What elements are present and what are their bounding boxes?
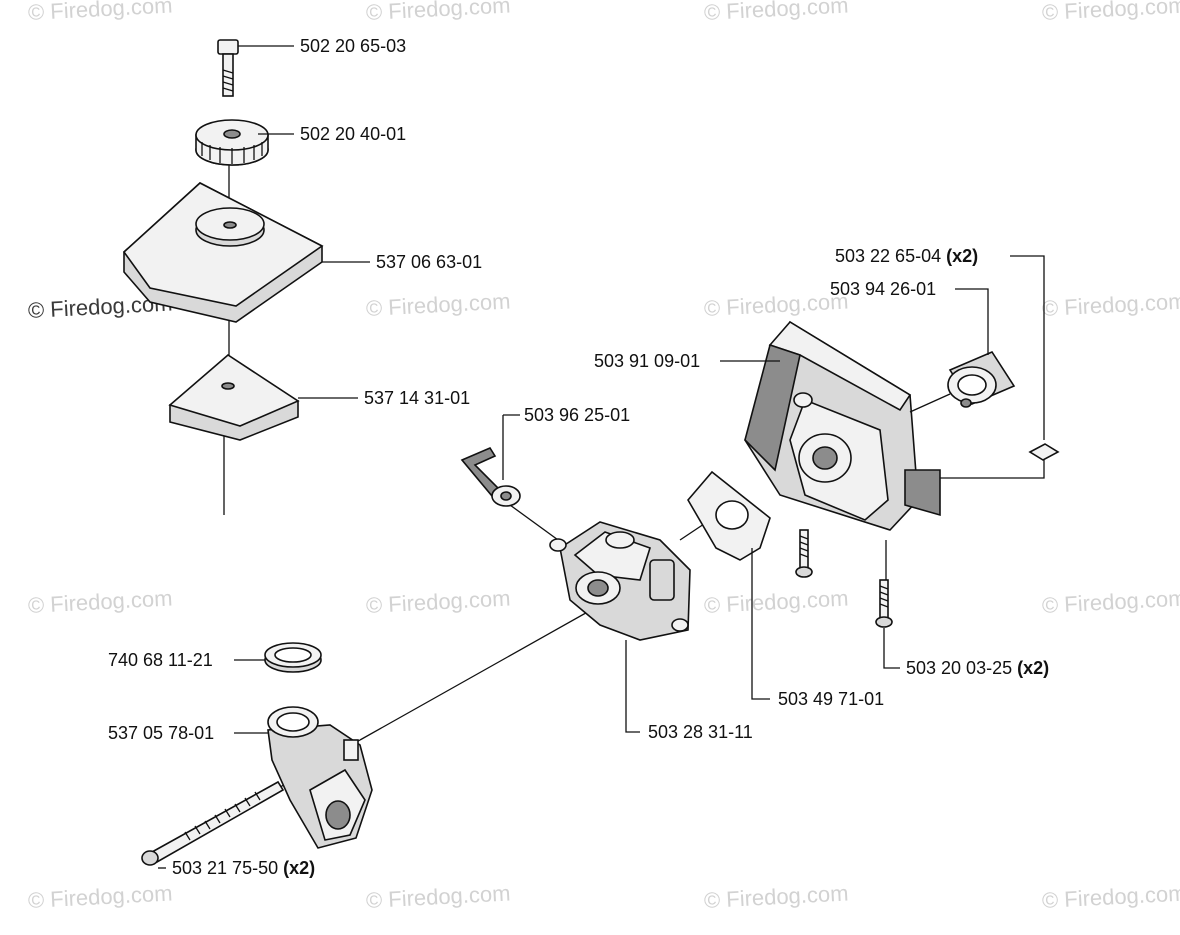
leader-line [625, 640, 640, 733]
part-qty: (x2) [283, 858, 316, 878]
knob-part [195, 119, 269, 166]
intake-manifold-part [744, 320, 941, 531]
gasket-part [687, 470, 771, 561]
part-label: 502 20 65-03 [300, 36, 407, 56]
bolt-part [217, 39, 239, 97]
part-label: 503 22 65-04 (x2) [835, 246, 979, 266]
part-label: 503 96 25-01 [524, 405, 631, 425]
part-label: 537 14 31-01 [364, 388, 471, 408]
long-screw-part [141, 780, 285, 866]
part-label: 503 49 71-01 [778, 689, 885, 709]
assembly-axis [359, 604, 601, 741]
air-filter-cover-part [122, 182, 324, 323]
part-label: 537 05 78-01 [108, 723, 215, 743]
part-qty: (x2) [1017, 658, 1050, 678]
leader-line [502, 414, 520, 480]
part-label: 740 68 11-21 [108, 650, 213, 670]
leader-line [883, 628, 900, 669]
part-label: 502 20 40-01 [300, 124, 407, 144]
filter-element-part [168, 353, 300, 441]
manifold-screw-part [795, 529, 813, 578]
part-qty: (x2) [946, 246, 979, 266]
part-label: 537 06 63-01 [376, 252, 483, 272]
part-label: 503 20 03-25 (x2) [906, 658, 1050, 678]
leader-line [940, 460, 1045, 479]
assembly-axis [509, 504, 566, 546]
intake-adapter-part [267, 706, 373, 849]
nut-part [1028, 443, 1060, 461]
o-ring-part [264, 642, 322, 673]
throttle-link-part [460, 446, 521, 507]
screw-part [875, 579, 893, 628]
leader-line [1010, 255, 1045, 440]
part-label: 503 21 75-50 (x2) [172, 858, 316, 878]
part-label: 503 91 09-01 [594, 351, 701, 371]
leader-line [955, 288, 989, 355]
part-label: 503 28 31-11 [648, 722, 753, 742]
part-label: 503 94 26-01 [830, 279, 937, 299]
leader-line [909, 393, 951, 413]
clamp-part [947, 350, 1016, 408]
leader-line [751, 548, 770, 700]
carburettor-part [549, 521, 691, 641]
